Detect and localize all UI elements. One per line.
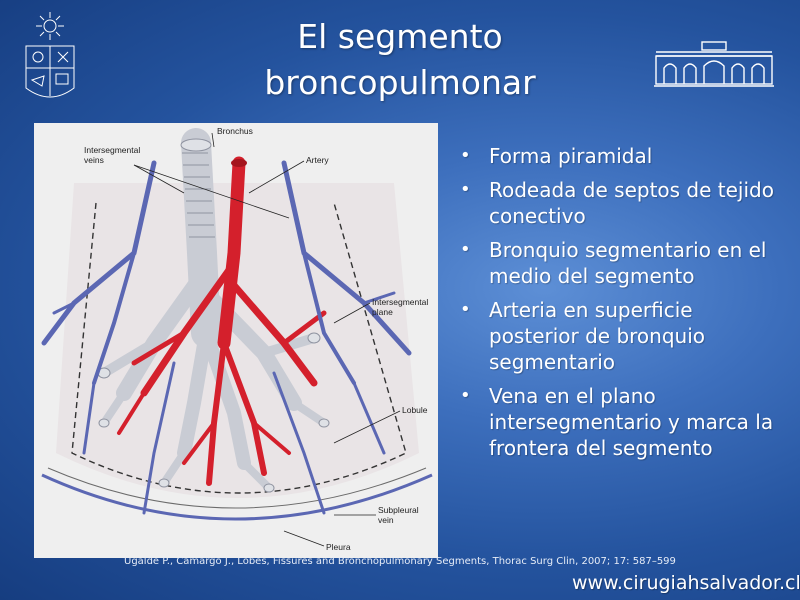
citation: Ugalde P., Camargo J., Lobes, Fissures a… (124, 556, 676, 567)
label-artery: Artery (306, 155, 329, 165)
bullet-list: •Forma piramidal •Rodeada de septos de t… (458, 143, 788, 469)
university-crest-logo (25, 12, 75, 98)
segment-tissue (56, 183, 419, 498)
bronchopulmonary-segment-illustration: Bronchus Intersegmental veins Artery Int… (34, 123, 438, 558)
bullet-item: •Bronquio segmentario en el medio del se… (460, 238, 767, 288)
artery-tree (117, 156, 327, 486)
title-line-2: broncopulmonar (264, 63, 536, 102)
label-intersegmental-plane-2: plane (372, 307, 393, 317)
label-subpleural-vein: Subpleural (378, 505, 419, 515)
label-intersegmental-veins: Intersegmental (84, 145, 140, 155)
intersegmental-plane-boundary (71, 202, 407, 494)
bullet-item: •Arteria en superficie posterior de bron… (460, 298, 706, 374)
vein-tree (41, 160, 412, 515)
title-line-1: El segmento (297, 17, 503, 56)
label-bronchus: Bronchus (217, 126, 253, 136)
label-pleura: Pleura (326, 542, 351, 552)
bullet-item: •Forma piramidal (460, 144, 653, 168)
label-lobule: Lobule (402, 405, 428, 415)
pleura-line (41, 473, 433, 521)
bullet-item: •Rodeada de septos de tejido conectivo (460, 178, 774, 228)
label-subpleural-vein-2: vein (378, 515, 394, 525)
hospital-building-logo (654, 41, 774, 87)
footer-url: www.cirugiahsalvador.cl (572, 572, 800, 594)
bullet-item: •Vena en el plano intersegmentario y mar… (460, 384, 774, 460)
label-intersegmental-veins-2: veins (84, 155, 104, 165)
slide-title: El segmento broncopulmonar (180, 14, 620, 106)
label-intersegmental-plane: Intersegmental (372, 297, 428, 307)
